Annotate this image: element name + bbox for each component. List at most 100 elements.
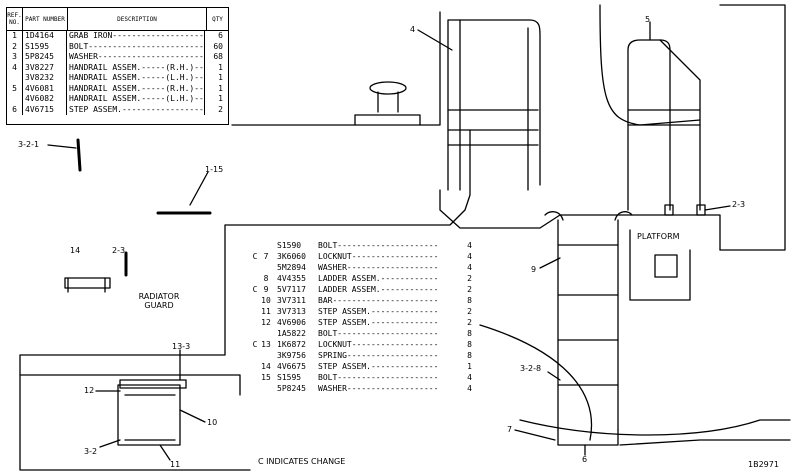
part-cell: 4V6081 bbox=[23, 83, 67, 94]
part-cell: 3V8227 bbox=[23, 62, 67, 73]
part-cell: 5P8245 bbox=[23, 52, 67, 63]
stack-cap bbox=[369, 81, 407, 95]
part-cell: 1K6872 bbox=[277, 340, 306, 349]
step-assembly bbox=[117, 384, 181, 446]
header-description: DESCRIPTION bbox=[68, 8, 207, 30]
callout-3-2-8: 3-2-8 bbox=[520, 364, 542, 373]
leader-3-2-1 bbox=[47, 144, 77, 149]
callout-12: 12 bbox=[84, 386, 95, 395]
callout-6: 6 bbox=[582, 455, 588, 464]
ref-cell: 5 bbox=[7, 83, 23, 94]
ref-cell: 2 bbox=[7, 41, 23, 52]
callout-10: 10 bbox=[207, 418, 218, 427]
change-cell: C bbox=[252, 285, 258, 294]
desc-cell: BOLT--------------------- bbox=[318, 373, 439, 382]
part-cell: S1590 bbox=[277, 241, 302, 250]
callout-3-2: 3-2 bbox=[84, 447, 98, 456]
cab-outline bbox=[719, 4, 786, 251]
desc-cell: HANDRAIL ASSEM.-----(R.H.)---- bbox=[69, 83, 205, 94]
hood-line bbox=[231, 11, 441, 126]
leader-11 bbox=[159, 444, 171, 461]
part-cell: 4V6082 bbox=[23, 94, 67, 105]
desc-cell: WASHER------------------- bbox=[318, 263, 439, 272]
desc-cell: LADDER ASSEM.------------ bbox=[318, 274, 439, 283]
hood-curve bbox=[599, 4, 701, 126]
qty-cell: 1 bbox=[218, 73, 223, 82]
callout-2-3-right: 2-3 bbox=[732, 200, 746, 209]
part-cell: 3K6060 bbox=[277, 252, 306, 261]
handrail-5-b bbox=[659, 39, 701, 211]
desc-cell: BOLT--------------------- bbox=[318, 329, 439, 338]
header-qty: QTY bbox=[212, 15, 223, 23]
callout-4: 4 bbox=[410, 25, 416, 34]
handrail-foot-2 bbox=[696, 204, 706, 216]
ref-cell: 11 bbox=[261, 307, 271, 316]
ref-cell: 14 bbox=[261, 362, 271, 371]
lower-curve bbox=[479, 324, 593, 441]
step-14-hooks bbox=[67, 277, 106, 293]
desc-cell: STEP ASSEM.-------------- bbox=[318, 307, 439, 316]
qty-cell: 60 bbox=[213, 41, 223, 51]
qty-cell: 8 bbox=[467, 340, 472, 349]
right-body bbox=[629, 229, 691, 301]
leader-1-15 bbox=[189, 171, 209, 206]
leader-3-2-8 bbox=[547, 371, 561, 381]
step-14 bbox=[64, 277, 111, 289]
ladder-hook bbox=[544, 211, 633, 221]
desc-cell: GRAB IRON-------------------- bbox=[69, 31, 205, 42]
ref-cell: 10 bbox=[261, 296, 271, 305]
desc-cell: BAR---------------------- bbox=[318, 296, 439, 305]
qty-cell: 2 bbox=[467, 285, 472, 294]
part-cell: 4V4355 bbox=[277, 274, 306, 283]
body-step-line bbox=[19, 374, 241, 396]
desc-cell: LADDER ASSEM.------------ bbox=[318, 285, 439, 294]
part-cell: 3V8232 bbox=[23, 73, 67, 84]
desc-cell: STEP ASSEM.-------------- bbox=[318, 362, 439, 371]
handrail-5-rails bbox=[627, 109, 701, 126]
callout-7: 7 bbox=[507, 425, 513, 434]
callout-9: 9 bbox=[531, 265, 537, 274]
qty-cell: 68 bbox=[213, 52, 223, 61]
qty-cell: 4 bbox=[467, 263, 472, 272]
ref-cell: 8 bbox=[263, 274, 269, 283]
desc-cell: LOCKNUT------------------ bbox=[318, 340, 439, 349]
step-assembly-inner bbox=[124, 394, 176, 441]
ref-cell bbox=[7, 73, 23, 84]
part-cell: 4V6715 bbox=[23, 104, 67, 115]
qty-cell: 8 bbox=[467, 329, 472, 338]
callout-5: 5 bbox=[645, 15, 651, 24]
part-cell: 1D4164 bbox=[23, 31, 67, 42]
desc-cell: WASHER------------------- bbox=[318, 384, 439, 393]
header-ref: REF. NO. bbox=[7, 8, 23, 30]
platform-label: PLATFORM bbox=[637, 232, 680, 241]
qty-cell: 4 bbox=[467, 241, 472, 250]
ref-cell bbox=[7, 94, 23, 105]
qty-cell: 6 bbox=[218, 31, 223, 40]
leader-3-2 bbox=[99, 439, 121, 448]
ref-cell: 13 bbox=[261, 340, 271, 349]
change-cell: C bbox=[252, 252, 258, 261]
desc-cell: LOCKNUT------------------ bbox=[318, 252, 439, 261]
qty-cell: 2 bbox=[467, 318, 472, 327]
desc-cell: HANDRAIL ASSEM.-----(L.H.)---- bbox=[69, 94, 205, 105]
platform-edge bbox=[439, 189, 721, 251]
qty-cell: 1 bbox=[467, 362, 472, 371]
change-footnote: C INDICATES CHANGE bbox=[258, 457, 346, 466]
desc-cell: STEP ASSEM.------------------ bbox=[69, 104, 205, 115]
handrail-4-inner bbox=[459, 19, 529, 191]
